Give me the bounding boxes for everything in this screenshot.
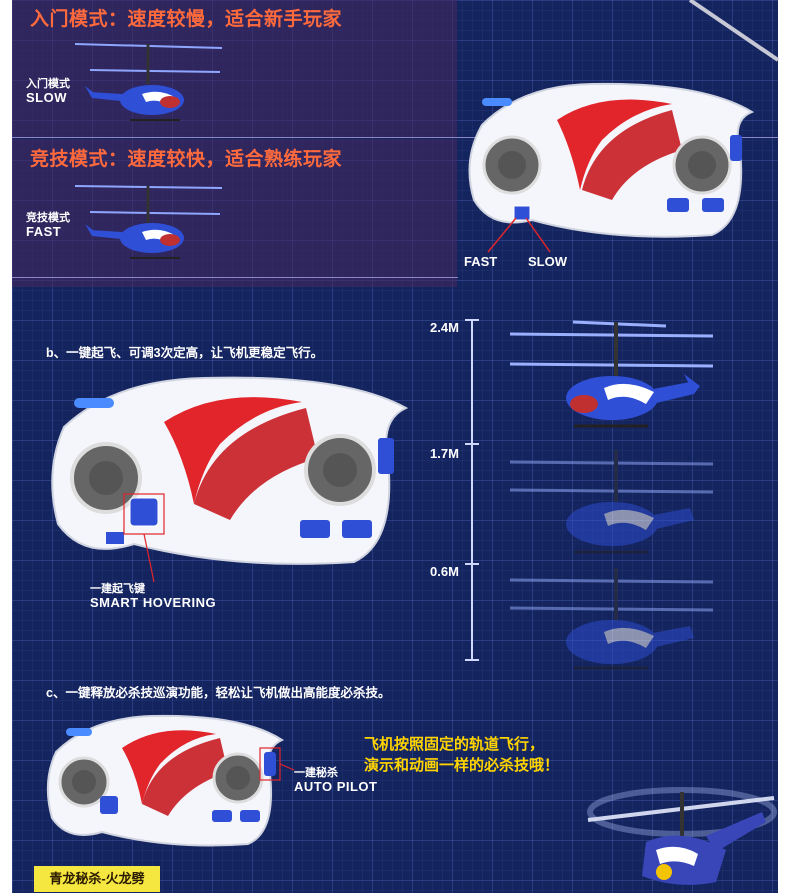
helicopter-icon-slow [74, 43, 223, 121]
expert-mode-heading: 竞技模式：速度较快，适合熟练玩家 [30, 149, 343, 170]
altitude-level-high: 2.4M [430, 320, 459, 335]
mode-panel-bottom [12, 139, 457, 287]
helicopter-stunt-icon [587, 787, 777, 885]
fast-label: FAST [464, 254, 498, 269]
helicopter-icon-mid [509, 450, 714, 554]
controller-speed-switch [468, 82, 755, 238]
altitude-level-low: 0.6M [430, 564, 459, 579]
altitude-scale [471, 320, 473, 660]
helicopter-icon-low [509, 568, 714, 670]
smart-hovering-description: b、一键起飞、可调3次定高，让飞机更稳定飞行。 [46, 346, 324, 360]
auto-pilot-description: c、一键释放必杀技巡演功能，轻松让飞机做出高能度必杀技。 [46, 686, 391, 700]
altitude-tick-low [465, 563, 479, 565]
diagonal-accent [688, 0, 780, 62]
stunt-name-tag: 青龙秘杀-火龙劈 [34, 866, 160, 892]
altitude-tick-top [465, 319, 479, 321]
smart-hovering-label: 一建起飞键 SMART HOVERING [90, 583, 217, 610]
altitude-level-mid: 1.7M [430, 446, 459, 461]
speed-switch-callout [487, 217, 551, 253]
controller-hovering [51, 376, 409, 583]
mode-panel-top [12, 0, 457, 137]
altitude-tick-mid [465, 443, 479, 445]
auto-pilot-label: 一建秘杀 AUTO PILOT [294, 767, 378, 794]
controller-auto-pilot [46, 714, 295, 847]
auto-pilot-highlight: 飞机按照固定的轨道飞行， 演示和动画一样的必杀技哦！ [364, 736, 560, 774]
slow-label: SLOW [528, 254, 567, 269]
expert-mode-label: 竞技模式 FAST [26, 212, 70, 239]
altitude-tick-base [465, 659, 479, 661]
helicopter-icon-fast [74, 185, 223, 259]
beginner-mode-heading: 入门模式：速度较慢，适合新手玩家 [30, 9, 343, 30]
helicopter-icon-high [509, 320, 714, 428]
mode-divider-bottom [12, 277, 458, 278]
beginner-mode-label: 入门模式 SLOW [26, 78, 70, 105]
mode-divider [12, 137, 778, 138]
